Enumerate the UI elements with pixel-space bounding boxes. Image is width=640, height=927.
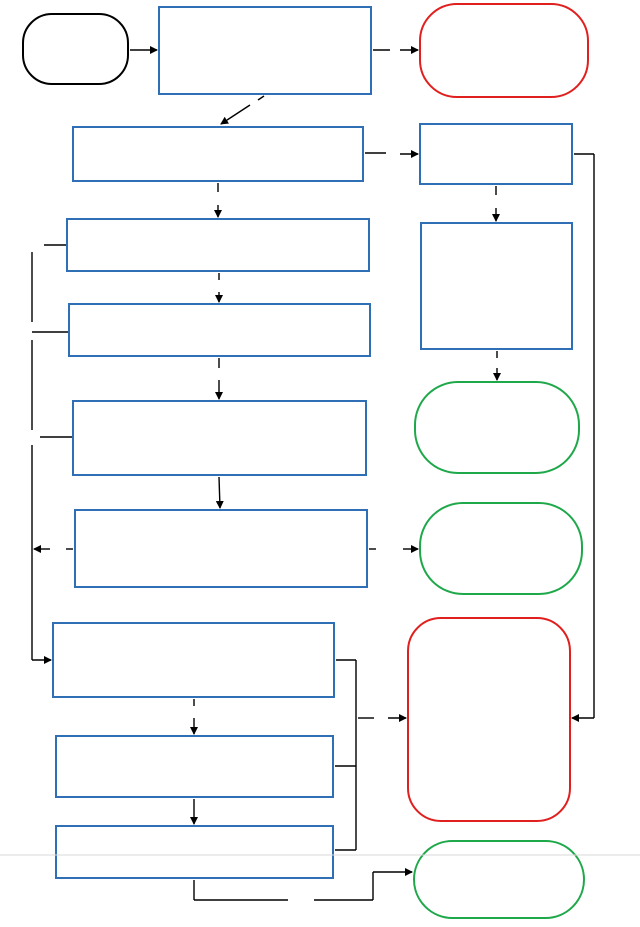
success-terminator-2 (419, 502, 583, 595)
side-process-box-b (420, 222, 573, 350)
process-box-7 (52, 622, 335, 698)
success-terminator-3 (413, 840, 585, 919)
connector-step1-step2-b (220, 104, 251, 125)
process-box-6 (74, 509, 368, 588)
process-box-3 (66, 218, 370, 272)
process-box-9 (55, 825, 334, 879)
side-process-box-a (419, 123, 573, 185)
process-box-2 (72, 126, 364, 182)
fail-terminator-top (419, 3, 589, 98)
process-box-8 (55, 735, 334, 798)
fail-terminator-large (407, 617, 571, 822)
connector-step1-step2-a (257, 95, 265, 101)
process-box-5 (72, 400, 367, 476)
process-box-1 (158, 6, 372, 95)
process-box-4 (68, 303, 371, 357)
connector-step5-step6 (215, 476, 224, 509)
success-terminator-1 (414, 381, 580, 474)
start-terminator (22, 13, 129, 85)
